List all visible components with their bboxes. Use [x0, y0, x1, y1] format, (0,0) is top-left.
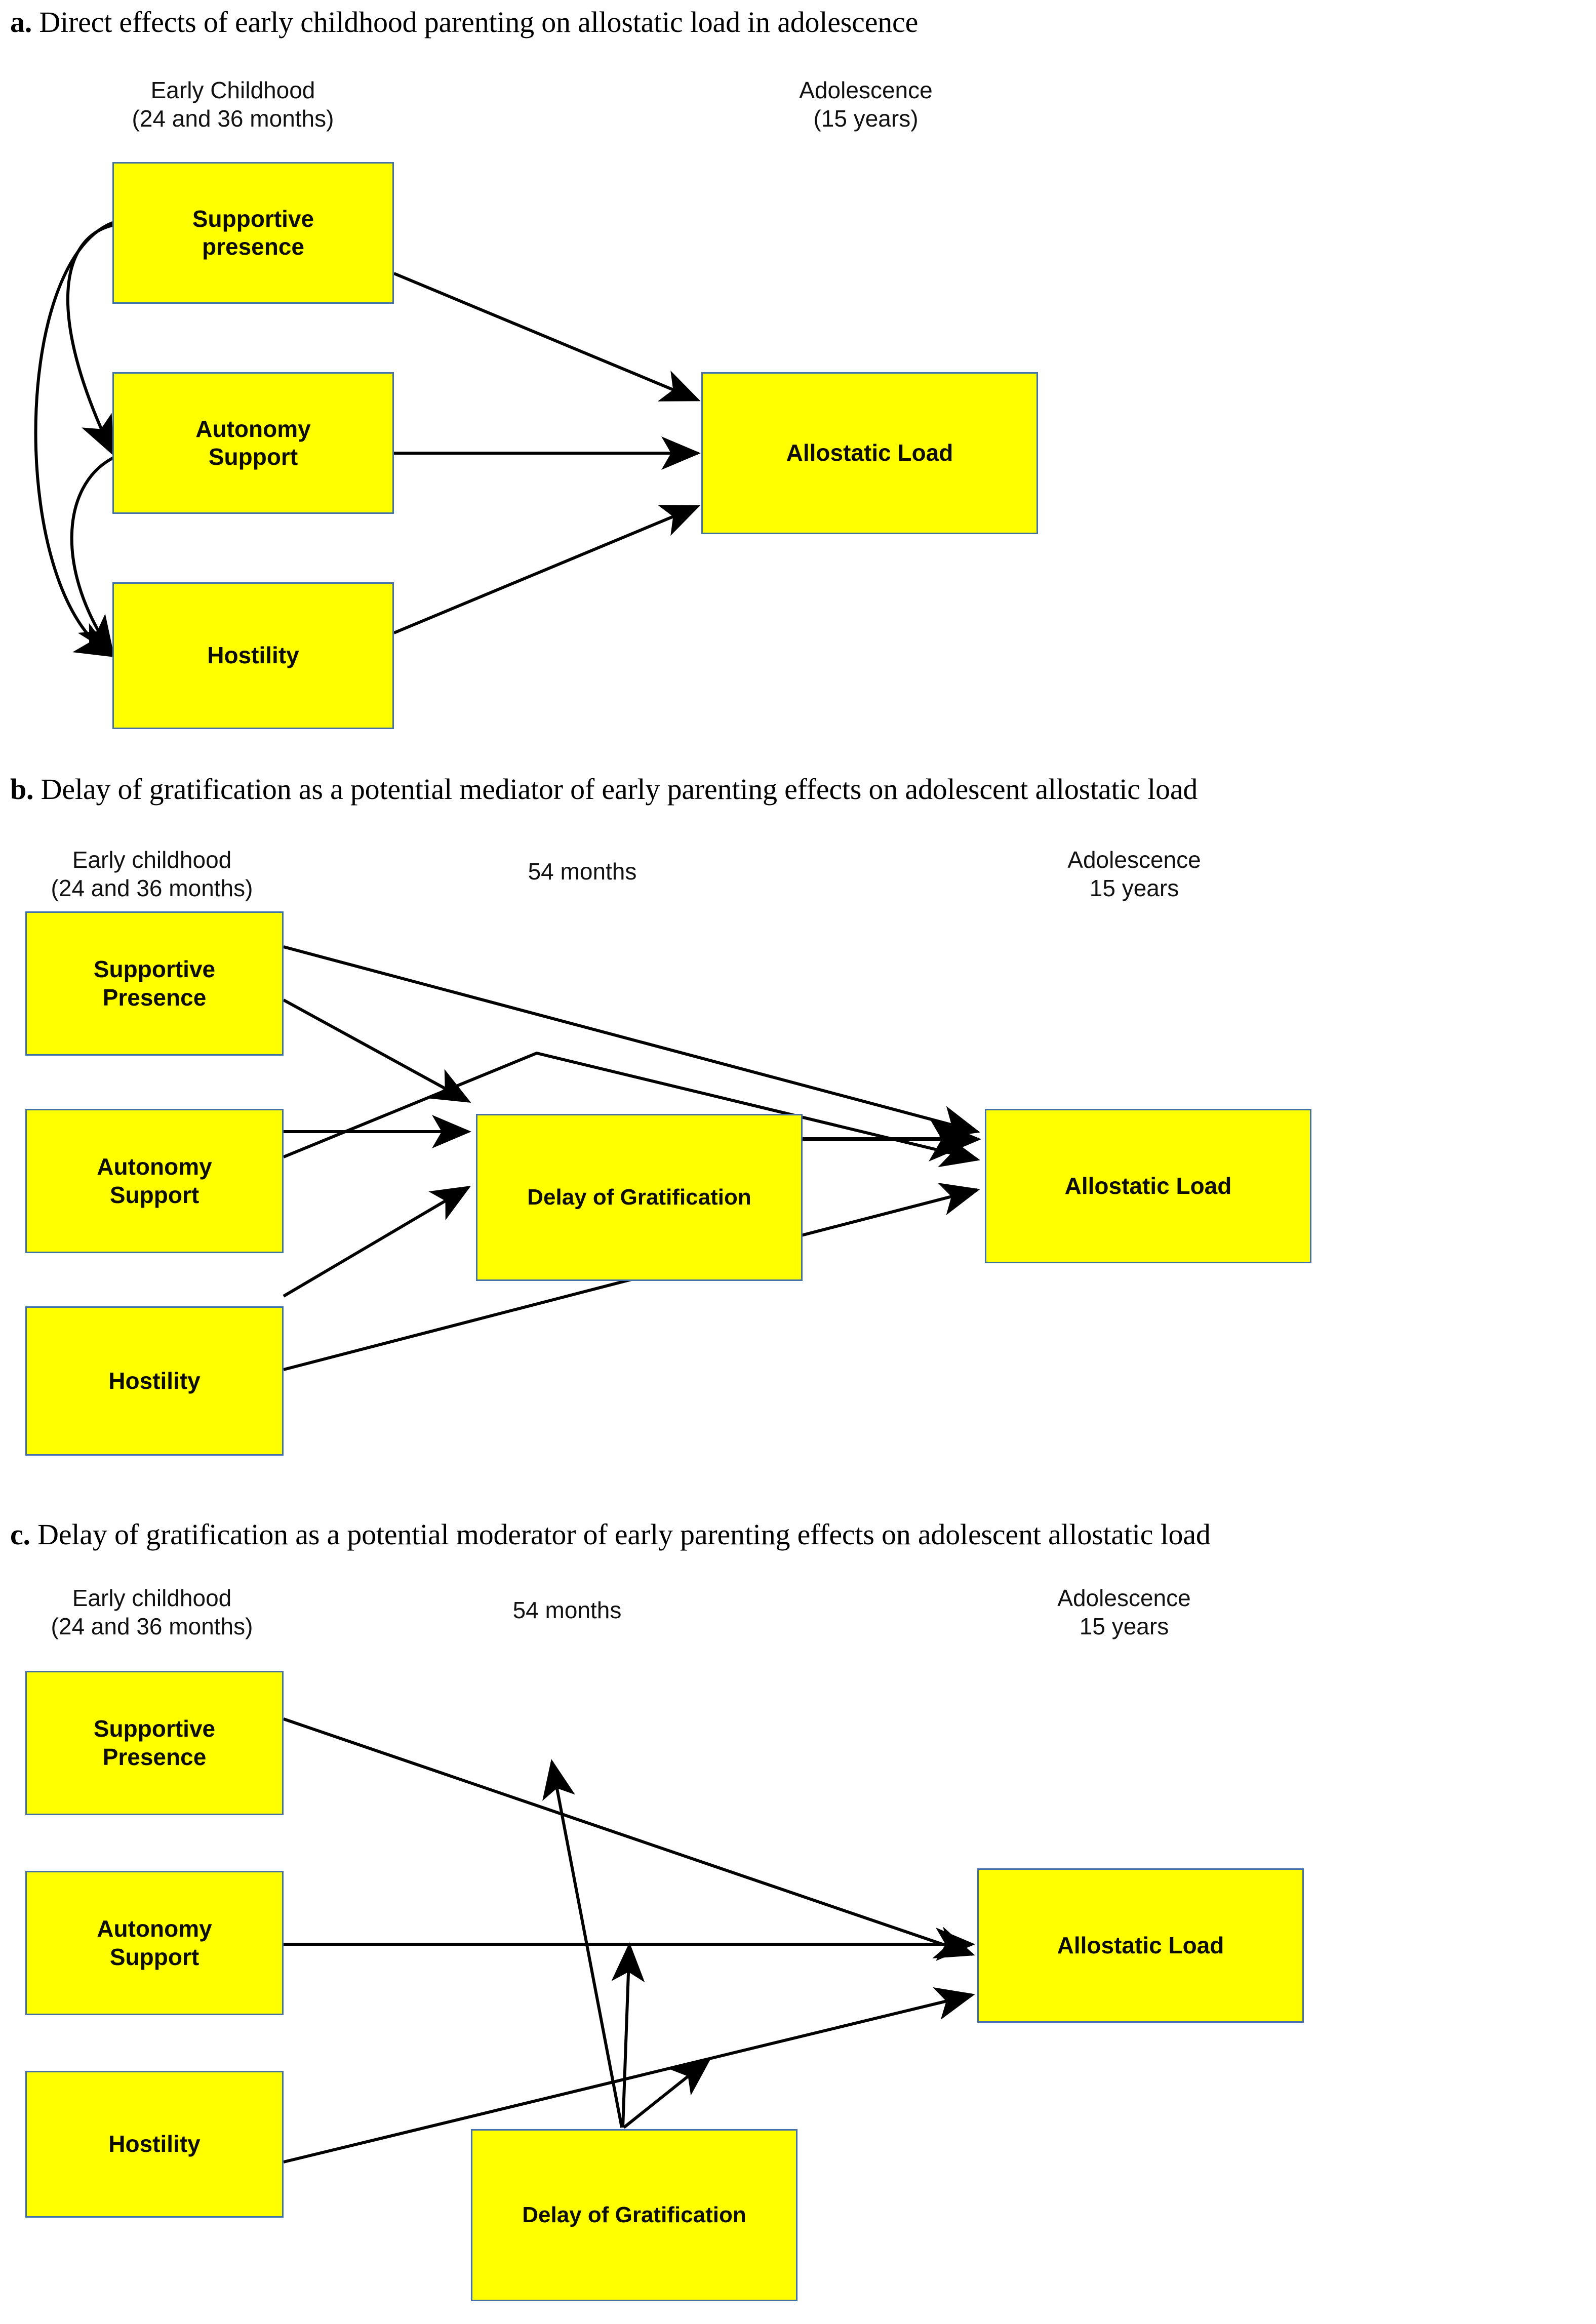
panel-b-node-allostatic-load[interactable]: Allostatic Load	[985, 1109, 1311, 1263]
panel-b-heading-text: Delay of gratification as a potential me…	[41, 773, 1198, 806]
panel-b-column-label-54-months: 54 months	[528, 858, 637, 885]
panel-c-node-allostatic-load[interactable]: Allostatic Load	[977, 1868, 1304, 2023]
panel-c-heading-text: Delay of gratification as a potential mo…	[37, 1518, 1211, 1551]
panel-a-column-label-early-childhood: Early Childhood (24 and 36 months)	[132, 77, 334, 132]
panel-a-heading: a. Direct effects of early childhood par…	[10, 5, 918, 39]
panel-c-node-autonomy-support[interactable]: Autonomy Support	[25, 1871, 284, 2015]
panel-a-column-label-adolescence: Adolescence (15 years)	[799, 77, 933, 132]
panel-c-moderation-arrow-hostility-path	[623, 2058, 711, 2129]
panel-c-column-label-54-months: 54 months	[512, 1597, 622, 1623]
panel-c-heading: c. Delay of gratification as a potential…	[10, 1517, 1211, 1551]
panel-b-edge-hostility-to-dog	[283, 1185, 471, 1298]
panel-b-column-label-early-childhood: Early childhood (24 and 36 months)	[51, 847, 253, 902]
panel-a-letter: a.	[10, 6, 39, 38]
panel-b-node-hostility[interactable]: Hostility	[25, 1306, 284, 1456]
panel-b-edge-as-to-al	[283, 1051, 980, 1168]
panel-c-arrow-layer	[283, 1717, 975, 2163]
panel-b-node-autonomy-support[interactable]: Autonomy Support	[25, 1109, 284, 1253]
panel-a-correlation-as-hostility	[70, 426, 153, 656]
panel-b-column-label-adolescence: Adolescence 15 years	[1067, 847, 1201, 902]
panel-c-edge-hostility-to-al	[283, 1987, 975, 2163]
panel-c-column-label-early-childhood: Early childhood (24 and 36 months)	[51, 1585, 253, 1640]
panel-b-heading: b. Delay of gratification as a potential…	[10, 772, 1198, 806]
panel-b-edge-sp-to-dog	[283, 998, 471, 1103]
panel-b-node-delay-of-gratification[interactable]: Delay of Gratification	[476, 1114, 803, 1281]
panel-a-edge-hostility-to-al	[393, 505, 701, 634]
panel-a-node-autonomy-support[interactable]: Autonomy Support	[112, 372, 394, 514]
panel-b-edge-sp-to-al	[283, 945, 980, 1139]
panel-a-node-allostatic-load[interactable]: Allostatic Load	[701, 372, 1038, 534]
panel-a-node-hostility[interactable]: Hostility	[112, 582, 394, 729]
panel-c-column-label-adolescence: Adolescence 15 years	[1057, 1585, 1191, 1640]
panel-a-arrow-layer	[34, 193, 701, 657]
panel-c-node-supportive-presence[interactable]: Supportive Presence	[25, 1671, 284, 1815]
panel-c-node-delay-of-gratification[interactable]: Delay of Gratification	[471, 2129, 797, 2301]
panel-b-node-supportive-presence[interactable]: Supportive Presence	[25, 911, 284, 1056]
panel-b-letter: b.	[10, 773, 41, 806]
panel-a-edge-sp-to-al	[393, 272, 701, 402]
panel-a-heading-text: Direct effects of early childhood parent…	[39, 6, 919, 38]
panel-c-node-hostility[interactable]: Hostility	[25, 2071, 284, 2218]
panel-c-letter: c.	[10, 1518, 38, 1551]
panel-c-moderation-arrow-sp-path	[542, 1759, 623, 2128]
panel-c-moderation-arrow-as-path	[611, 1942, 645, 2128]
panel-a-node-supportive-presence[interactable]: Supportive presence	[112, 162, 394, 304]
panel-a-correlation-sp-hostility	[34, 193, 153, 657]
panel-c-edge-sp-to-al	[283, 1717, 975, 1958]
